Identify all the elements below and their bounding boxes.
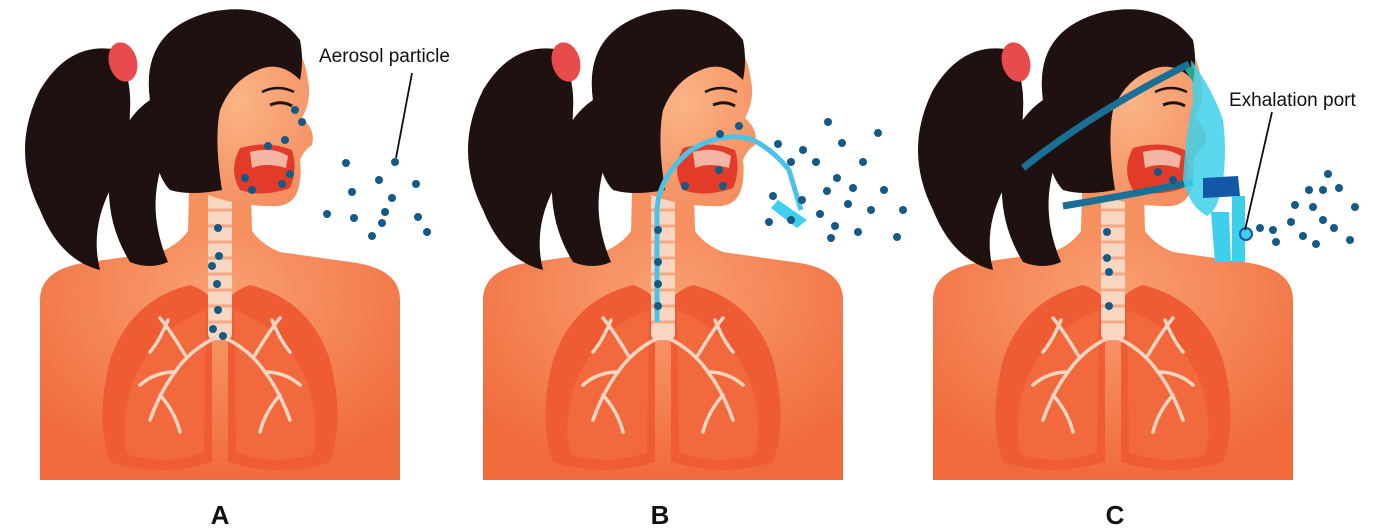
panel-a [25, 9, 431, 480]
panel-label-b: B [630, 500, 690, 531]
exhalation-port-label: Exhalation port [1229, 90, 1356, 112]
panel-c [918, 9, 1359, 480]
aerosol-particle-label: Aerosol particle [319, 46, 450, 68]
panel-label-c: C [1085, 500, 1145, 531]
panel-label-a: A [190, 500, 250, 531]
panel-b [468, 9, 907, 480]
head-silhouette-icon [25, 9, 400, 480]
callout-leader-a [396, 73, 412, 158]
callout-leader-c [1245, 112, 1272, 230]
